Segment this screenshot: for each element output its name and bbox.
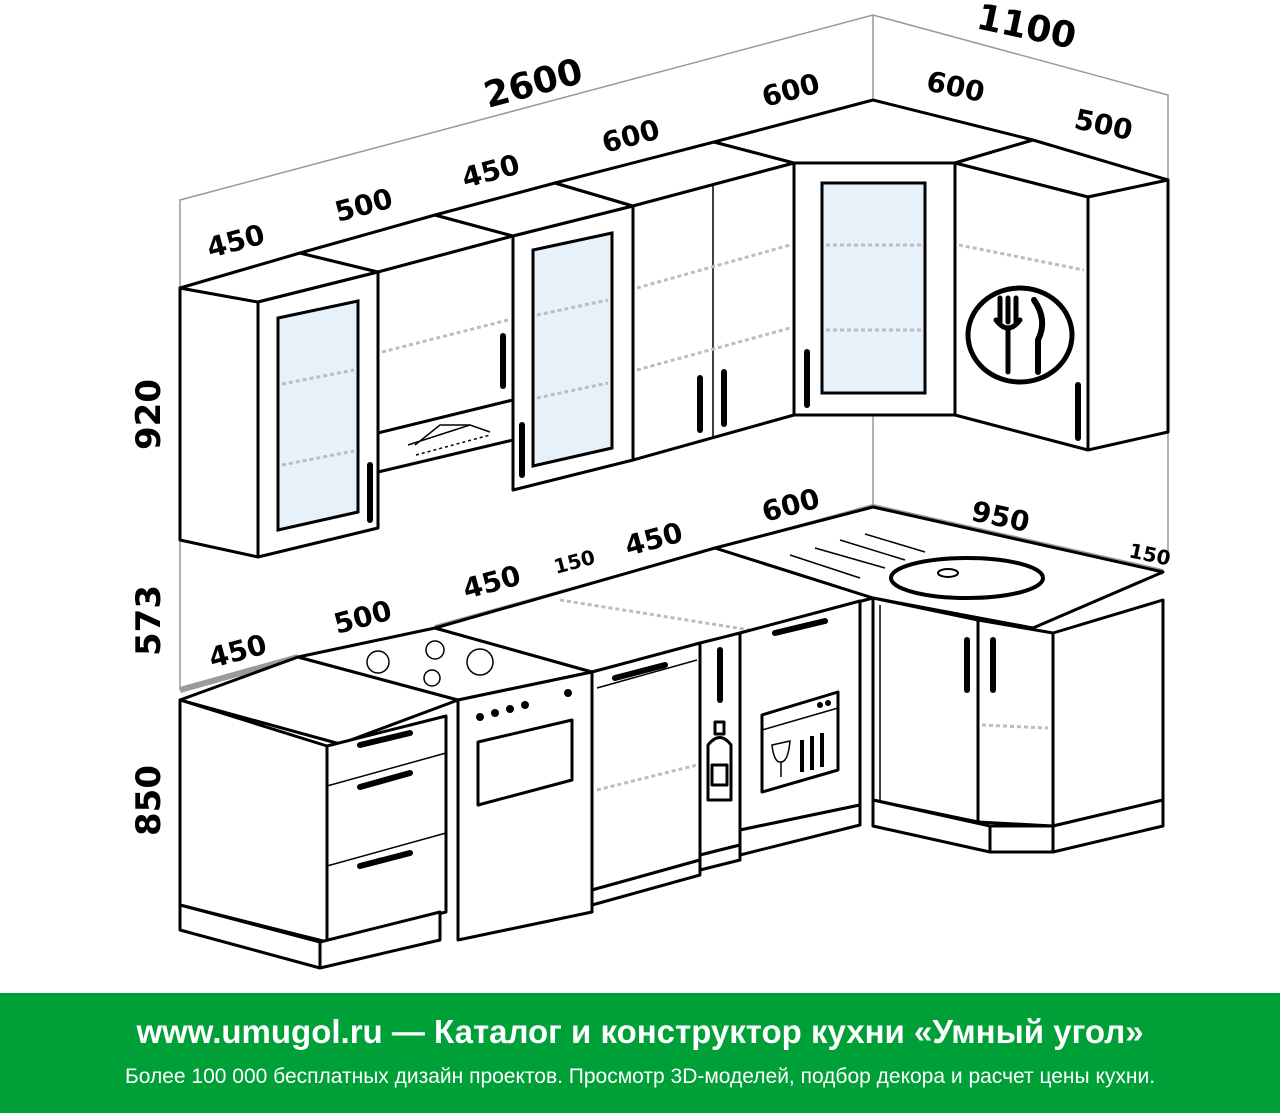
dim-upper-4: 600 xyxy=(598,113,663,160)
dim-upper-2: 500 xyxy=(331,182,396,229)
dim-base-3: 450 xyxy=(459,559,524,606)
bottle-icon xyxy=(706,647,733,802)
upper-corner-cabinet xyxy=(712,98,1035,417)
dim-base-4: 150 xyxy=(551,545,598,579)
dishwasher-icon xyxy=(738,599,862,832)
dim-upper-3: 450 xyxy=(458,148,523,195)
upper-cabinet-right xyxy=(953,138,1170,452)
site-link[interactable]: www.umugol.ru xyxy=(136,1013,383,1050)
dim-height-base: 850 xyxy=(129,765,169,836)
dim-upper-7: 500 xyxy=(1072,103,1136,147)
dim-total-2600: 2600 xyxy=(480,51,587,117)
kitchen-diagram: 2600 1100 450 500 450 600 600 600 500 45… xyxy=(129,0,1173,970)
oven-icon xyxy=(456,670,594,942)
footer-separator: — xyxy=(391,1013,425,1050)
base-cabinet-drawers xyxy=(178,655,460,970)
footer-headline-row: www.umugol.ru — Каталог и конструктор ку… xyxy=(0,1013,1280,1051)
dim-height-gap: 573 xyxy=(129,585,169,656)
dim-base-5: 450 xyxy=(621,516,686,563)
base-cabinet-middle xyxy=(433,546,875,892)
footer-headline: Каталог и конструктор кухни «Умный угол» xyxy=(434,1013,1144,1050)
footer-subline: Более 100 000 бесплатных дизайн проектов… xyxy=(124,1065,1156,1088)
upper-cabinet-glass-1 xyxy=(178,251,380,559)
base-corner-cabinet xyxy=(859,596,1165,854)
dim-upper-6: 600 xyxy=(924,65,988,109)
sink-icon xyxy=(713,505,1165,630)
cutlery-icon xyxy=(965,285,1075,385)
dim-upper-1: 450 xyxy=(203,218,268,265)
dim-total-1100: 1100 xyxy=(973,0,1080,58)
dim-base-2: 500 xyxy=(330,594,395,641)
upper-cabinet-glass-2 xyxy=(433,181,635,492)
dim-height-upper: 920 xyxy=(129,379,169,450)
plinths xyxy=(590,803,862,907)
dim-upper-5: 600 xyxy=(758,67,823,114)
footer-banner: www.umugol.ru — Каталог и конструктор ку… xyxy=(0,993,1280,1113)
